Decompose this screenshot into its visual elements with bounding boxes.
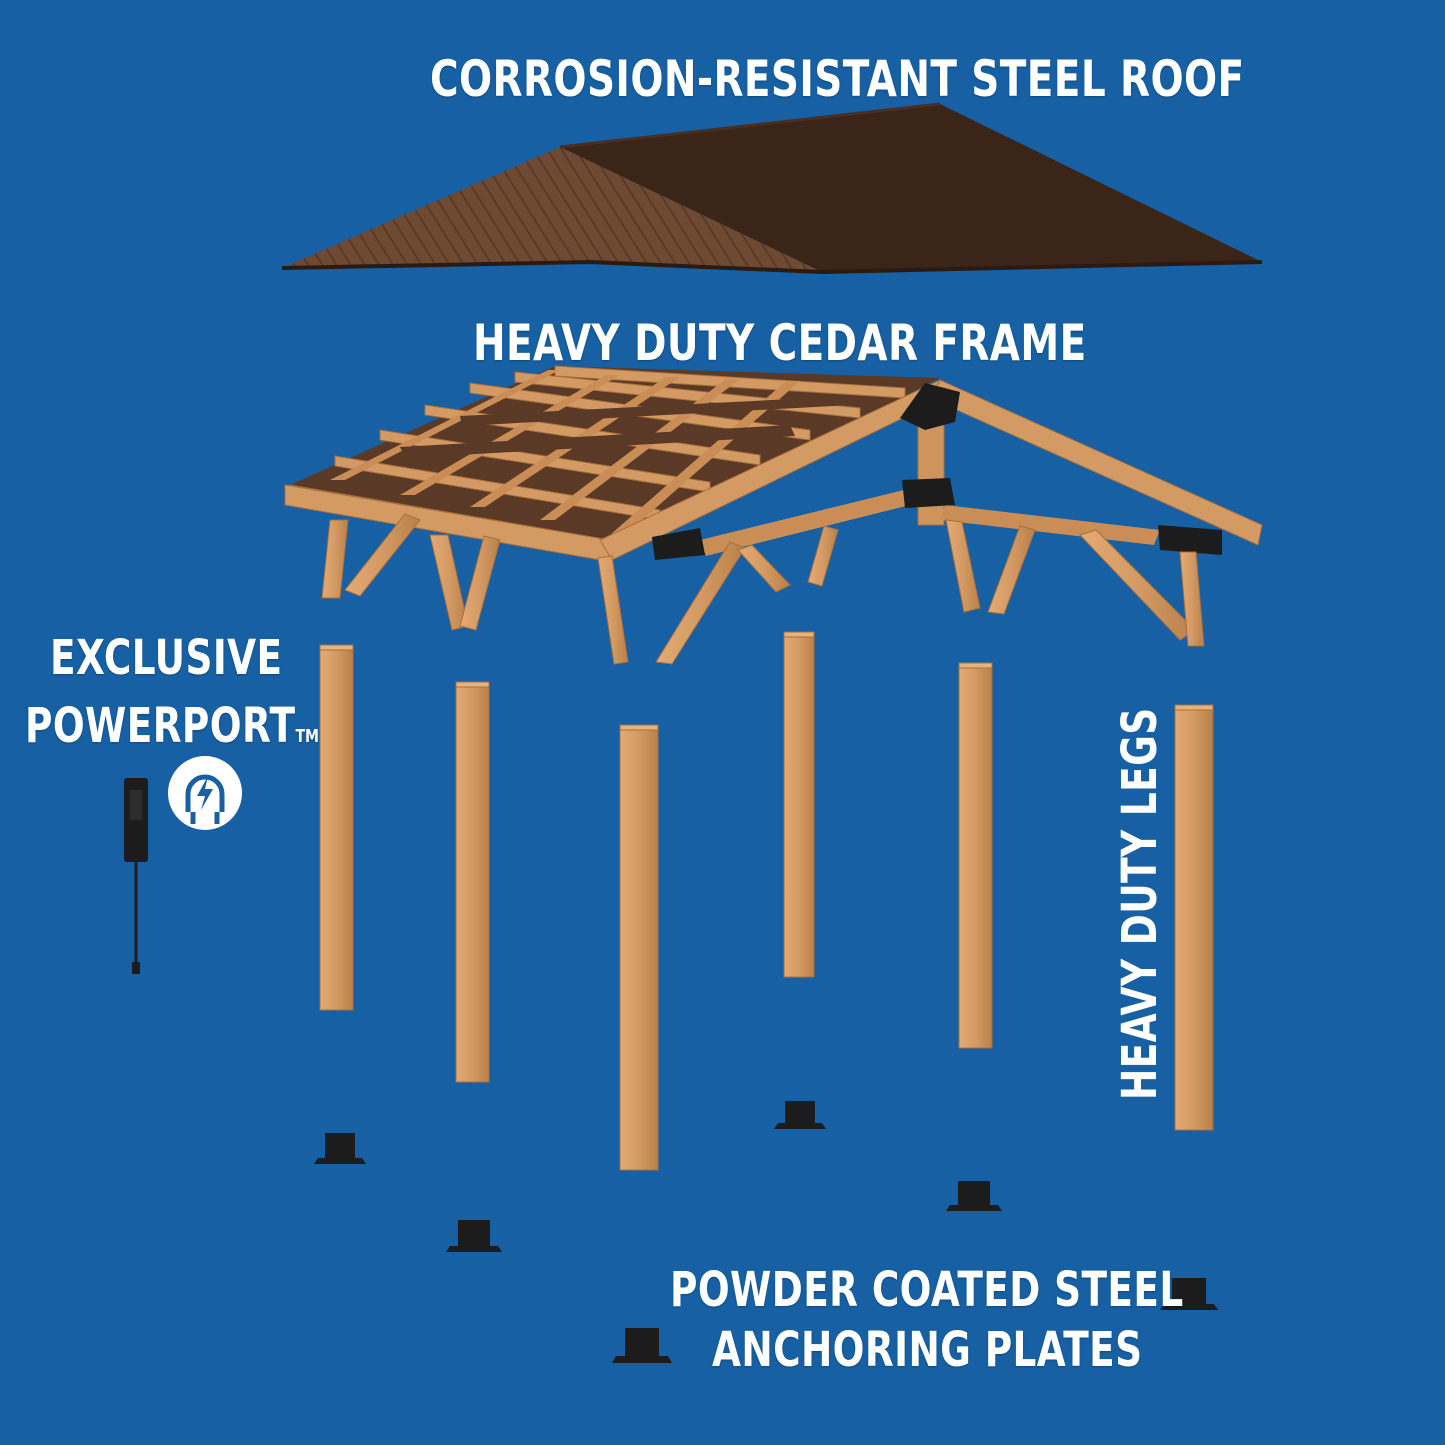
leg [455,681,490,1083]
anchoring-plates [314,1101,1218,1363]
trademark-mark: TM [295,726,319,747]
leg [1174,704,1214,1131]
anchor-plate [1160,1278,1218,1310]
anchor-plate [612,1328,672,1363]
anchor-plate [774,1101,826,1129]
powerport-label-line2: POWERPORTTM [25,698,319,754]
leg [619,724,659,1171]
steel-roof [281,102,1263,274]
leg [319,644,354,1011]
powerport-label-line1: EXCLUSIVE [50,630,283,686]
legs-label: HEAVY DUTY LEGS [1112,707,1168,1100]
plates-label-line2: ANCHORING PLATES [712,1322,1143,1378]
frame-label: HEAVY DUTY CEDAR FRAME [473,314,1087,372]
leg [783,631,815,978]
powerport-name: POWERPORT [25,698,296,754]
cedar-frame [284,365,1263,665]
anchor-plate [946,1181,1002,1211]
plates-label-line1: POWDER COATED STEEL [670,1262,1184,1318]
plug-bolt-icon [168,756,242,830]
leg [958,662,993,1049]
roof-label: CORROSION-RESISTANT STEEL ROOF [430,50,1245,108]
anchor-plate [446,1220,502,1252]
anchor-plate [314,1133,366,1164]
powerport-device [124,778,148,974]
cedar-legs [319,631,1214,1171]
